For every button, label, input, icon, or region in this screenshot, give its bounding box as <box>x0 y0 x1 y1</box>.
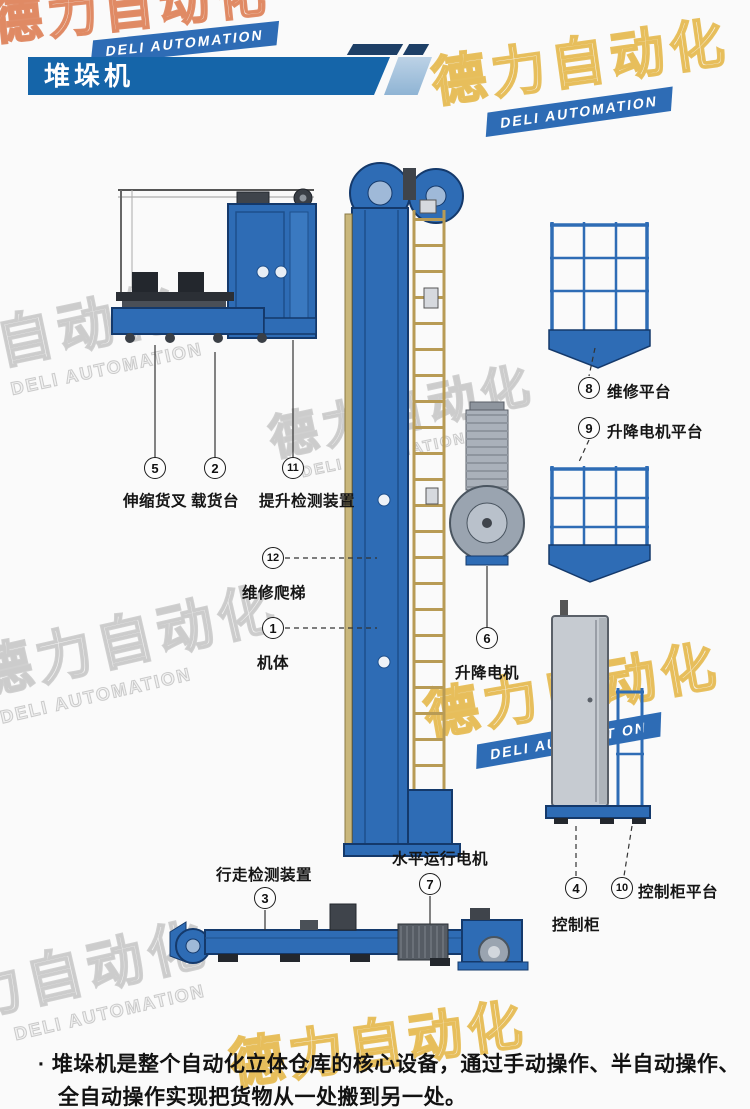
load-carriage-drawing <box>111 188 317 343</box>
callout-number-2: 2 <box>204 457 226 479</box>
callout-number-5: 5 <box>144 457 166 479</box>
callout-label-maintenance-ladder: 维修爬梯 <box>241 585 306 602</box>
control-cabinet-drawing <box>545 600 651 824</box>
callout-number-3: 3 <box>254 887 276 909</box>
callout-number-11: 11 <box>282 457 304 479</box>
description-text: · 堆垛机是整个自动化立体仓库的核心设备，通过手动操作、半自动操作、全自动操作实… <box>38 1053 740 1109</box>
callout-number-8: 8 <box>578 377 600 399</box>
callout-label-travel-motor: 水平运行电机 <box>392 851 489 868</box>
callout-label-telescopic-fork: 伸缩货叉 <box>122 493 187 510</box>
callout-number-12: 12 <box>262 547 284 569</box>
callout-number-9: 9 <box>578 417 600 439</box>
callout-leader-lines <box>154 340 633 930</box>
callout-label-maintenance-platform: 维修平台 <box>607 384 672 401</box>
hoist-motor-drawing <box>449 401 525 566</box>
maintenance-platform-drawing <box>548 222 651 369</box>
banner-deco-bar <box>346 44 404 55</box>
callout-label-lift-detector: 提升检测装置 <box>258 493 355 510</box>
callout-label-control-cabinet: 控制柜 <box>551 917 600 934</box>
callout-label-travel-detector: 行走检测装置 <box>216 867 313 884</box>
callout-number-4: 4 <box>565 877 587 899</box>
callout-number-10: 10 <box>611 877 633 899</box>
callout-label-hoist-motor-platform: 升降电机平台 <box>607 424 704 441</box>
hoist-motor-platform-drawing <box>548 466 651 583</box>
callout-label-cargo-platform: 载货台 <box>190 493 239 510</box>
callout-label-cabinet-platform: 控制柜平台 <box>638 884 719 901</box>
travel-base-drawing <box>169 903 529 971</box>
callout-number-6: 6 <box>476 627 498 649</box>
callout-number-1: 1 <box>262 617 284 639</box>
callout-label-hoist-motor: 升降电机 <box>454 665 519 682</box>
callout-number-7: 7 <box>419 873 441 895</box>
mast-drawing <box>343 162 464 857</box>
header-banner: 堆垛机 <box>28 57 390 95</box>
callout-label-machine-body: 机体 <box>256 655 289 672</box>
page-title: 堆垛机 <box>44 61 135 91</box>
